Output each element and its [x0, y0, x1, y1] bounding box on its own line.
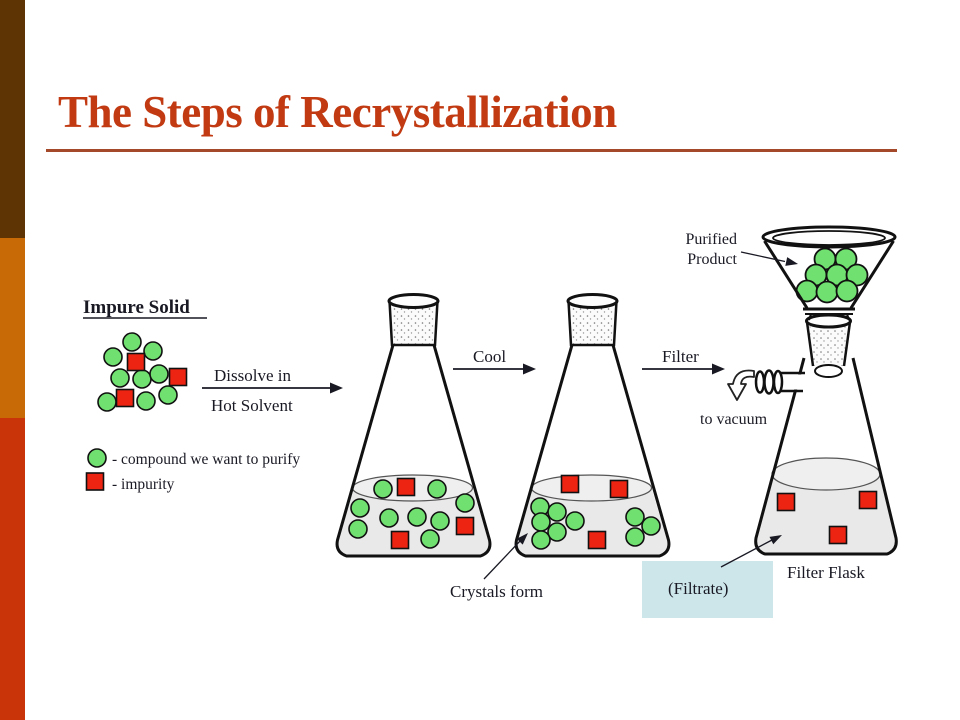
dissolve-arrow-label-line1: Dissolve in	[214, 366, 291, 385]
sidebar-segment-orange	[0, 238, 25, 418]
filter-arrow-label: Filter	[662, 347, 699, 366]
legend: - compound we want to purify - impurity	[85, 448, 300, 493]
flask-2-compound-particles	[530, 497, 661, 550]
slide-title: The Steps of Recrystallization	[58, 87, 617, 137]
arrow-head-icon	[712, 363, 725, 375]
purified-product-label-line1: Purified	[685, 231, 737, 248]
vacuum-side-arm	[754, 369, 805, 395]
crystals-form-label: Crystals form	[450, 582, 543, 601]
purified-product-callout: Purified Product	[685, 231, 798, 268]
buchner-funnel	[761, 225, 897, 321]
legend-impurity-label: - impurity	[112, 476, 175, 493]
cool-arrow-label: Cool	[473, 347, 506, 366]
cool-arrow: Cool	[453, 347, 536, 375]
purified-product-label-line2: Product	[687, 251, 737, 268]
arrow-head-icon	[785, 257, 798, 266]
filter-flask-impurity-particles	[776, 490, 878, 545]
sidebar-segment-brown	[0, 0, 25, 238]
arrow-head-icon	[769, 535, 782, 545]
impure-cluster-compound-particles	[97, 332, 178, 412]
legend-impurity-swatch	[85, 472, 105, 491]
filter-flask: to vacuum	[700, 357, 898, 556]
to-vacuum-arrow-icon	[727, 369, 755, 401]
flask-1-impurity-particles	[390, 477, 475, 550]
sidebar-segment-red	[0, 418, 25, 720]
flask-2-cooled-crystals	[514, 293, 671, 558]
filtrate-box	[642, 561, 773, 618]
filter-arrow: Filter	[642, 347, 725, 375]
dissolve-arrow: Dissolve in Hot Solvent	[202, 366, 343, 415]
ground-glass-joint	[805, 313, 852, 378]
filter-flask-label: Filter Flask	[787, 563, 865, 582]
impure-solid-section: Impure Solid	[83, 297, 207, 412]
arrow-head-icon	[330, 382, 343, 394]
arrow-head-icon	[516, 533, 528, 545]
filtrate-label: (Filtrate)	[668, 579, 728, 598]
title-underline-rule	[46, 149, 897, 152]
filter-flask-outline	[754, 357, 898, 556]
impure-cluster-impurity-particles	[115, 352, 188, 408]
impure-solid-label: Impure Solid	[83, 297, 190, 318]
legend-compound-label: - compound we want to purify	[112, 451, 300, 468]
flask-2-impurity-particles	[560, 474, 629, 550]
filtrate-callout: (Filtrate)	[642, 535, 782, 618]
purified-product-particles	[795, 247, 869, 304]
flask-1-hot-solution	[335, 293, 492, 558]
crystals-form-callout: Crystals form	[450, 533, 543, 601]
arrow-head-icon	[523, 363, 536, 375]
to-vacuum-label: to vacuum	[700, 411, 768, 428]
legend-compound-swatch	[87, 448, 107, 468]
sidebar-accent-bar	[0, 0, 25, 720]
dissolve-arrow-label-line2: Hot Solvent	[211, 396, 293, 415]
flask-1-compound-particles	[348, 479, 475, 549]
